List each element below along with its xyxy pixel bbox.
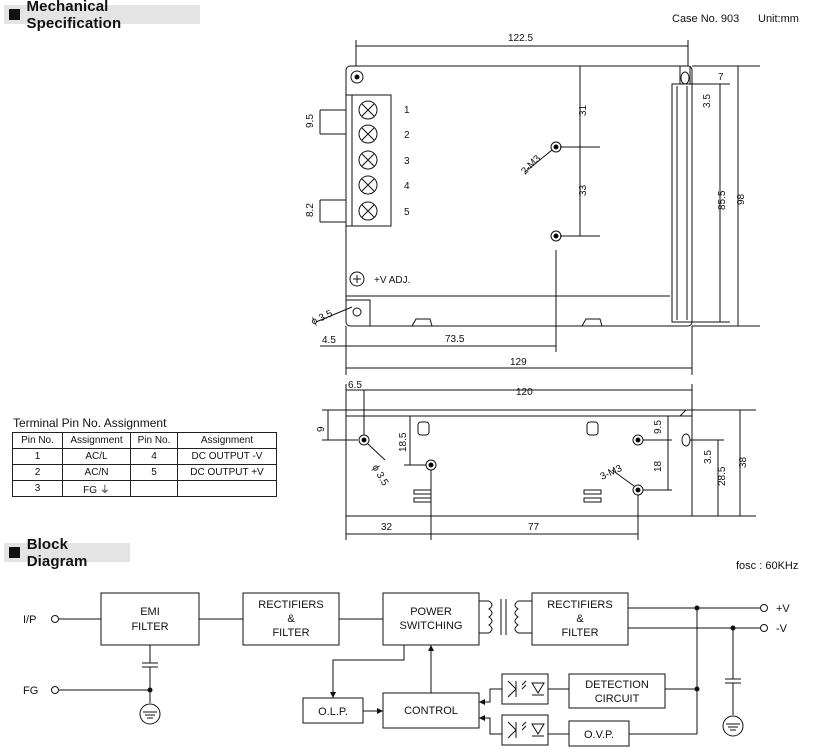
pitch-9-5: 9.5 [305, 114, 316, 128]
detect-label-1: DETECTION [585, 679, 649, 691]
dim-38: 38 [738, 456, 749, 468]
dim-18-5: 18.5 [398, 432, 409, 452]
fg-label: FG [23, 685, 38, 697]
dim-7: 7 [718, 72, 724, 83]
rect1-label-1: RECTIFIERS [258, 599, 323, 611]
dim-73-5: 73.5 [445, 334, 465, 345]
mechanical-spec-header: Mechanical Specification [4, 0, 200, 32]
top-view-drawing: 122.5 7 3.5 85.5 98 31 33 2-M3 9.5 8.2 1… [305, 33, 760, 375]
hole-dia-side: ϕ 3.5 [369, 463, 390, 488]
block-diagram-title: Block Diagram [26, 535, 88, 570]
dim-3-5-side: 3.5 [703, 450, 714, 464]
table-row: 2 AC/N 5 DC OUTPUT +V [12, 464, 277, 481]
vminus-label: -V [776, 623, 788, 635]
screw-label-2m3: 2-M3 [519, 153, 543, 177]
terminal-5: 5 [404, 207, 410, 218]
dim-9-5: 9.5 [653, 420, 664, 434]
terminal-4: 4 [404, 181, 410, 192]
dim-9: 9 [316, 426, 327, 432]
rectifier-filter-box-2 [531, 592, 629, 646]
emi-filter-box [100, 592, 200, 646]
detect-label-2: CIRCUIT [595, 693, 640, 705]
dim-85-5: 85.5 [717, 190, 728, 210]
optocoupler-1 [501, 673, 549, 705]
terminal-3: 3 [404, 156, 410, 167]
screw-label-3m3: 3-M3 [599, 463, 625, 483]
dim-18: 18 [653, 460, 664, 472]
control-label: CONTROL [404, 705, 458, 717]
dim-32: 32 [381, 522, 393, 533]
olp-label: O.L.P. [318, 706, 348, 718]
emi-label-1: EMI [140, 606, 160, 618]
side-view-drawing: 6.5 120 9 18.5 ϕ 3.5 9.5 18 3-M3 3.5 28.… [316, 380, 756, 540]
detection-circuit-box [568, 673, 666, 709]
power-label-2: SWITCHING [400, 620, 463, 632]
rect1-label-3: FILTER [272, 627, 309, 639]
ovp-label: O.V.P. [584, 729, 614, 741]
header-square-icon [9, 547, 20, 558]
terminal-table-caption: Terminal Pin No. Assignment [13, 416, 167, 430]
dim-122-5: 122.5 [508, 33, 533, 44]
power-label-1: POWER [410, 606, 452, 618]
dim-33: 33 [578, 184, 589, 196]
fosc-label: fosc : 60KHz [736, 560, 799, 572]
dim-120: 120 [516, 387, 533, 398]
hole-dia-top: ϕ 3.5 [310, 308, 335, 328]
dim-129: 129 [510, 357, 527, 368]
case-number: Case No. 903 [672, 13, 740, 25]
vplus-label: +V [776, 603, 790, 615]
rect1-label-2: & [287, 613, 295, 625]
dim-4-5: 4.5 [322, 335, 336, 346]
dim-3-5-top: 3.5 [702, 94, 713, 108]
mechanical-spec-title: Mechanical Specification [26, 0, 122, 32]
optocoupler-2 [501, 714, 549, 746]
rect2-label-1: RECTIFIERS [547, 599, 612, 611]
rect2-label-3: FILTER [561, 627, 598, 639]
vadj-label: +V ADJ. [374, 275, 410, 286]
dim-31: 31 [578, 104, 589, 116]
dim-77: 77 [528, 522, 540, 533]
table-cell: FG ⏚ [62, 480, 131, 497]
block-diagram: EMI FILTER RECTIFIERS & FILTER POWER SWI… [23, 592, 790, 747]
pitch-8-2: 8.2 [305, 203, 316, 217]
power-switching-box [382, 592, 480, 646]
ip-label: I/P [23, 614, 36, 626]
unit-label: Unit:mm [758, 13, 799, 25]
terminal-1: 1 [404, 105, 410, 116]
ground-icon: ⏚ [99, 485, 110, 496]
fg-label: FG [83, 485, 98, 496]
dim-28-5: 28.5 [717, 466, 728, 486]
rect2-label-2: & [576, 613, 584, 625]
block-diagram-header: Block Diagram [4, 536, 130, 570]
terminal-table: Pin No. Assignment Pin No. Assignment 1 … [12, 432, 277, 497]
dim-6-5: 6.5 [348, 380, 362, 391]
terminal-2: 2 [404, 130, 410, 141]
header-square-icon [9, 9, 20, 20]
table-row: 3 FG ⏚ [12, 480, 277, 497]
table-cell [177, 480, 277, 497]
dim-98: 98 [736, 193, 747, 205]
emi-label-2: FILTER [131, 621, 168, 633]
